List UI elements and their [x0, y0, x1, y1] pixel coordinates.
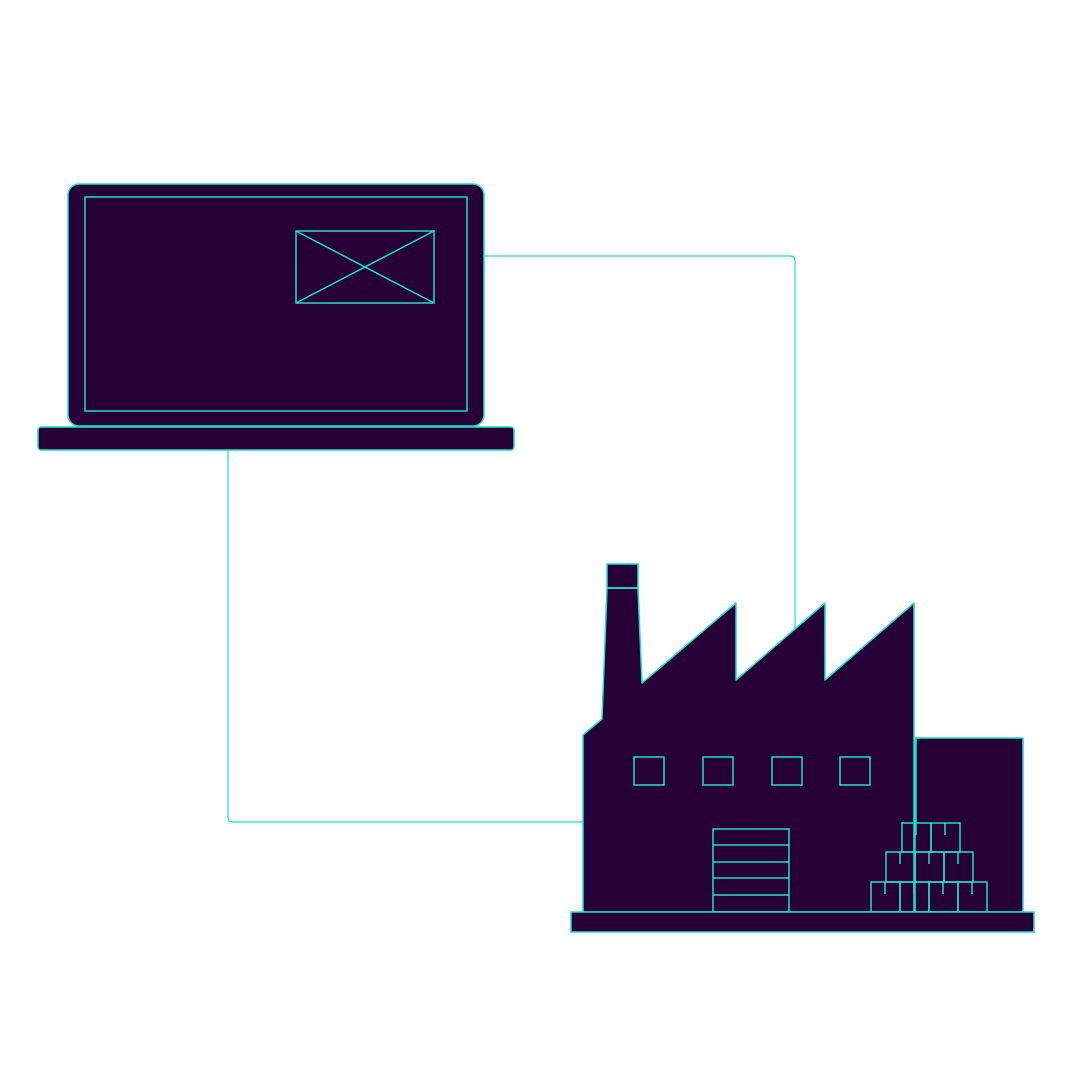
- laptop-lid: [67, 183, 485, 427]
- connector-laptop-to-factory-roof: [484, 255, 796, 630]
- stacked-boxes-icon: [870, 738, 988, 913]
- factory-chimney: [606, 563, 639, 589]
- factory-building: [582, 587, 915, 913]
- laptop-base: [37, 426, 515, 451]
- laptop-icon: [37, 183, 515, 451]
- factory-window: [771, 756, 803, 786]
- laptop-screen: [84, 196, 468, 412]
- factory-window: [633, 756, 665, 786]
- factory-ground: [570, 911, 1035, 933]
- factory-window: [702, 756, 734, 786]
- factory-icon: [570, 563, 1035, 933]
- factory-window: [839, 756, 871, 786]
- factory-windows: [633, 756, 871, 786]
- image-placeholder-icon: [295, 230, 435, 304]
- connector-laptop-to-factory-wall: [227, 450, 583, 823]
